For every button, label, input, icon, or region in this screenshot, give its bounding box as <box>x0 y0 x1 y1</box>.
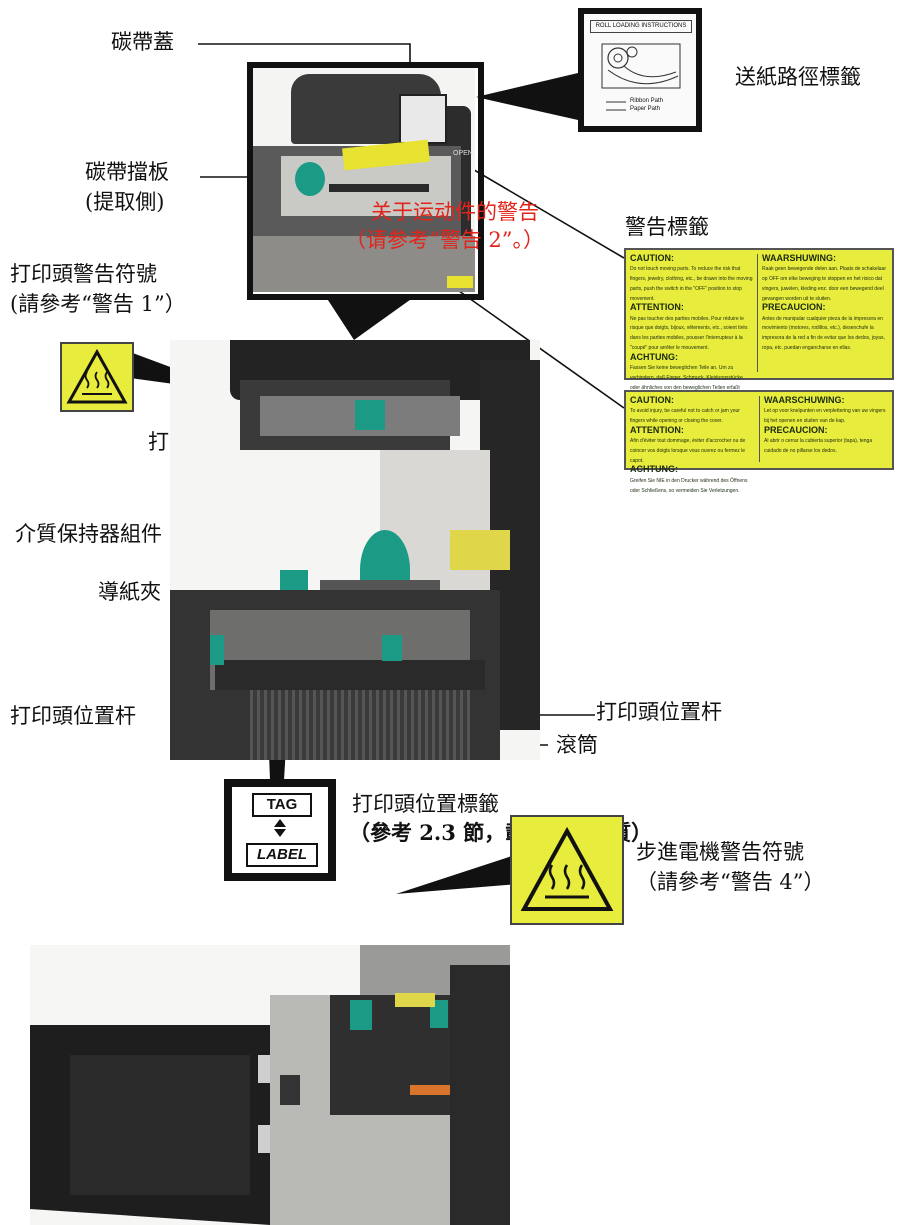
w1-waar-heading: WAARSHUWING: <box>762 253 836 263</box>
w1-caution-heading: CAUTION: <box>630 253 674 263</box>
w1-attention-text: Ne pas toucher des parties mobiles. Pour… <box>630 315 748 351</box>
label-text: LABEL <box>246 843 318 867</box>
head-lever-left-label: 打印頭位置杆 <box>10 704 136 728</box>
motor-symbol-pointer <box>396 854 518 894</box>
ribbon-section-photo: OPEN <box>251 66 475 292</box>
printer-open-text: OPEN <box>453 150 473 157</box>
paper-path-pointer <box>476 73 578 120</box>
w2-waar-text: Let op voor knelpunten en verplettering … <box>764 408 886 425</box>
w2-prec-text: Al abrir o cerrar la cubierta superior (… <box>764 438 873 454</box>
w1-prec-text: Antes de manipular cualquier pieza de la… <box>762 315 885 351</box>
w1-attention-heading: ATTENTION: <box>630 302 684 313</box>
w2-attention-heading: ATTENTION: <box>630 424 684 435</box>
paper-guide-label: 導紙夾 <box>98 580 161 604</box>
print-head-symbol-label: 打印頭警告符號 <box>10 262 157 286</box>
frame-pointer <box>326 297 414 340</box>
w2-prec-heading: PRECAUCION: <box>764 424 828 435</box>
moving-parts-warning-sublabel: （请参考“警告 2”。） <box>345 228 545 252</box>
tag-text: TAG <box>252 793 312 817</box>
warning-label-cover: CAUTION: To avoid injury, be careful not… <box>624 390 894 493</box>
roll-legend-ribbon: Ribbon Path <box>630 98 664 104</box>
w2-attention-text: Afin d'éviter tout dommage, éviter d'acc… <box>630 438 746 464</box>
warning-label-title: 警告標籤 <box>625 215 709 239</box>
print-head-symbol-sublabel: (請參考“警告 1”） <box>10 292 186 316</box>
warning-label-moving-parts: CAUTION: Do not touch moving parts. To r… <box>624 248 894 400</box>
stepping-motor-sublabel: （請參考“警告 4”） <box>636 870 825 894</box>
paper-path-label-card: ROLL LOADING INSTRUCTIONS Ribbon Path Pa… <box>578 8 702 132</box>
head-position-label-card: TAG LABEL <box>224 779 336 881</box>
w1-waar-text: Raak geen bewegende delen aan. Plaats de… <box>762 266 886 302</box>
paper-path-label-text: 送紙路徑標籤 <box>735 65 861 89</box>
w2-waar-heading: WAARSCHUWING: <box>764 395 845 405</box>
motor-hot-surface-icon <box>510 815 624 925</box>
w1-prec-heading: PRECAUCION: <box>762 302 826 313</box>
printer-side-open-photo <box>30 945 510 1225</box>
moving-parts-warning-label: 关于运动件的警告 <box>371 200 539 224</box>
head-position-label-title: 打印頭位置標籤 <box>352 792 499 816</box>
w2-caution-text: To avoid injury, be careful not to catch… <box>630 408 740 425</box>
w1-achtung-heading: ACHTUNG: <box>630 351 678 362</box>
ribbon-stopper-sublabel: (提取側) <box>85 190 165 214</box>
hot-surface-warning-icon <box>60 342 134 412</box>
ribbon-stopper-label: 碳帶擋板 <box>85 160 169 184</box>
w2-caution-heading: CAUTION: <box>630 395 674 405</box>
stepping-motor-label: 步進電機警告符號 <box>636 840 804 864</box>
roll-diagram-icon <box>601 43 681 111</box>
roll-card-title: ROLL LOADING INSTRUCTIONS <box>590 20 692 33</box>
roll-legend-paper: Paper Path <box>630 106 661 112</box>
top-photo-frame <box>247 62 484 300</box>
w2-achtung-heading: ACHTUNG: <box>630 464 678 475</box>
w2-achtung-text: Greifen Sie NIE in den Drucker während d… <box>630 477 748 494</box>
w1-caution-text: Do not touch moving parts. To reduce the… <box>630 266 753 302</box>
printer-open-photo <box>170 340 540 760</box>
media-holder-label: 介質保持器組件 <box>15 522 162 546</box>
platen-label: 滾筒 <box>556 733 598 757</box>
tag-label-arrow-icon <box>274 819 286 837</box>
ribbon-cover-label: 碳帶蓋 <box>111 30 174 54</box>
head-lever-right-label: 打印頭位置杆 <box>596 700 722 724</box>
